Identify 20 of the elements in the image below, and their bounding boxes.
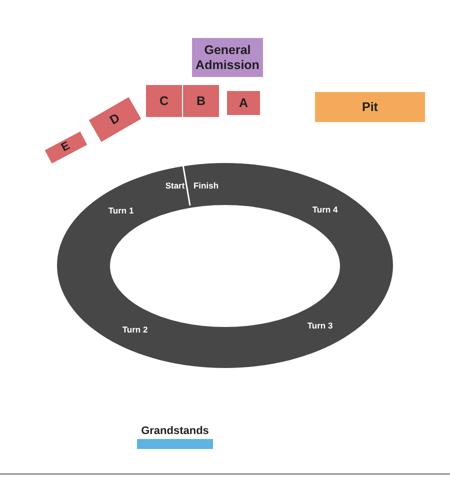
track-label: Turn 4 xyxy=(312,205,338,215)
seating-section xyxy=(146,85,182,117)
track-label: Start xyxy=(165,181,185,191)
seating-section xyxy=(227,91,260,115)
section-label: Grandstands xyxy=(141,425,209,438)
seating-section xyxy=(183,85,219,117)
section-label: D xyxy=(108,110,122,128)
race-track xyxy=(57,163,393,368)
section-label: General Admission xyxy=(194,43,260,72)
admission-area xyxy=(192,38,263,77)
section-label: B xyxy=(196,94,206,108)
section-label: A xyxy=(238,96,248,110)
track-label: Finish xyxy=(193,181,219,191)
section-label: Pit xyxy=(362,100,378,114)
section-label: E xyxy=(60,139,72,155)
track-label: Turn 2 xyxy=(122,325,148,335)
track-label: Turn 1 xyxy=(108,206,134,216)
track-label: Turn 3 xyxy=(307,321,333,331)
section-label: C xyxy=(159,94,169,108)
pit-area xyxy=(315,92,425,122)
